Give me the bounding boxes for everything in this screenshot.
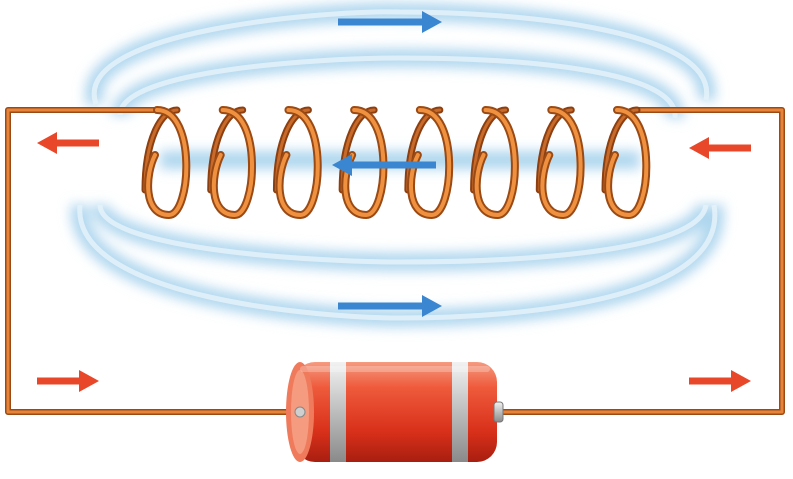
field-arrow bbox=[338, 295, 442, 317]
magnetic-field-lines bbox=[70, 2, 724, 328]
current-arrow bbox=[37, 370, 99, 392]
battery-cap-right bbox=[452, 362, 468, 462]
current-arrow bbox=[37, 132, 99, 154]
field-arrow bbox=[332, 154, 436, 176]
battery-positive-terminal bbox=[493, 401, 504, 423]
battery-cap-left bbox=[330, 362, 346, 462]
coil-back-winding bbox=[141, 106, 641, 194]
solenoid-coil bbox=[141, 106, 651, 220]
field-arrows bbox=[332, 11, 442, 317]
circuit-wire bbox=[5, 107, 785, 415]
field-line-top-inner bbox=[111, 48, 684, 119]
current-arrow bbox=[689, 370, 751, 392]
coil-back-winding-highlight bbox=[143, 108, 639, 192]
battery-left-terminal bbox=[294, 406, 306, 418]
coil-front-winding-highlight bbox=[146, 108, 649, 218]
current-arrow bbox=[689, 137, 751, 159]
current-arrows bbox=[37, 132, 751, 392]
field-arrow bbox=[338, 11, 442, 33]
battery bbox=[286, 362, 504, 462]
